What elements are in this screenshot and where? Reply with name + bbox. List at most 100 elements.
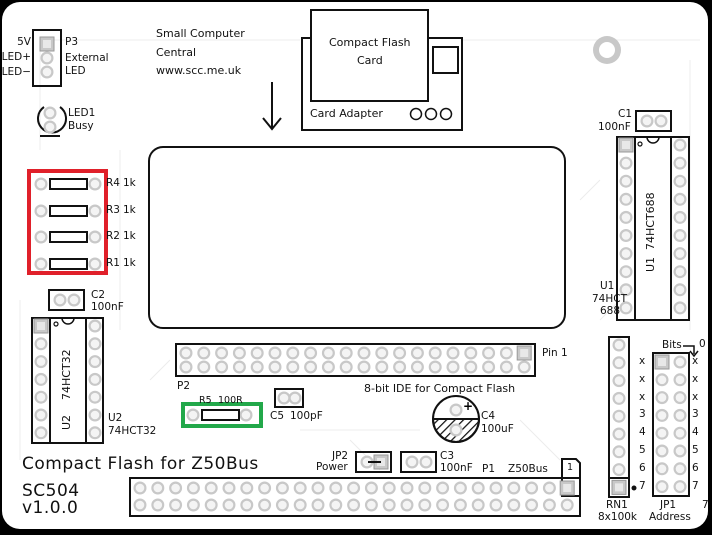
pad-hole bbox=[675, 176, 685, 186]
pad-hole bbox=[279, 393, 289, 403]
pad-hole bbox=[341, 362, 351, 372]
jp1-row-label-right: x bbox=[692, 372, 699, 385]
pad-hole bbox=[675, 249, 685, 258]
pad-hole bbox=[171, 483, 180, 493]
c4-value: 100uF bbox=[481, 423, 514, 435]
u2-ref: U2 bbox=[60, 414, 73, 430]
jp1-row-label-left: x bbox=[639, 390, 646, 403]
pad-hole bbox=[614, 411, 624, 421]
c3-outline bbox=[400, 451, 437, 473]
pad-hole bbox=[675, 231, 685, 240]
led1-ref: LED1 bbox=[68, 107, 96, 119]
pad-hole bbox=[69, 295, 79, 305]
pad-hole bbox=[224, 483, 234, 493]
pad-hole bbox=[313, 500, 323, 510]
pad-hole bbox=[642, 116, 652, 126]
c5-value: 100pF bbox=[290, 410, 323, 422]
trace-line bbox=[579, 179, 601, 201]
resistor-value: 1k bbox=[123, 177, 136, 189]
pad-hole bbox=[563, 484, 572, 492]
pad-hole bbox=[36, 206, 46, 216]
pad-hole bbox=[438, 483, 447, 493]
u2-part: 74HCT32 bbox=[60, 349, 73, 400]
pad-hole bbox=[657, 464, 667, 474]
bits-arrow-icon bbox=[683, 345, 695, 354]
pad-hole bbox=[451, 425, 461, 435]
pad-hole bbox=[37, 322, 45, 330]
pad-hole bbox=[527, 483, 536, 493]
adapter-led-icon bbox=[409, 107, 423, 121]
pad-hole bbox=[675, 195, 685, 204]
p2-header-outline bbox=[175, 343, 536, 377]
c5-ref: C5 bbox=[270, 410, 285, 422]
pad-hole bbox=[206, 483, 216, 493]
cf-card-title: Card bbox=[357, 54, 383, 67]
jp1-row-label-left: 4 bbox=[639, 426, 646, 439]
pad-hole bbox=[359, 348, 369, 358]
jp1-desc: Address bbox=[649, 511, 691, 523]
pad-hole bbox=[657, 393, 667, 402]
pad-hole bbox=[260, 483, 269, 493]
pad-hole bbox=[430, 348, 440, 358]
pad-hole bbox=[90, 339, 100, 349]
pad-hole bbox=[491, 483, 501, 493]
resistor-ref: R4 bbox=[106, 177, 120, 189]
pad-hole bbox=[36, 357, 46, 366]
pad-hole bbox=[90, 259, 100, 269]
pad-hole bbox=[675, 140, 685, 150]
pad-hole bbox=[90, 232, 100, 242]
p1-desc: Z50Bus bbox=[508, 463, 548, 475]
pad-hole bbox=[171, 500, 180, 510]
pad-hole bbox=[36, 375, 46, 384]
p3-pin-5v-label: 5V bbox=[17, 36, 31, 48]
pad-hole bbox=[306, 348, 315, 358]
pad-hole bbox=[621, 158, 631, 168]
insert-arrow-icon bbox=[262, 117, 282, 131]
pad-hole bbox=[199, 362, 209, 372]
pad-hole bbox=[621, 267, 631, 277]
jp1-row-label-right: 6 bbox=[692, 461, 699, 474]
r5-ref: R5 bbox=[199, 395, 212, 406]
pad-hole bbox=[36, 339, 46, 349]
pad-hole bbox=[473, 483, 483, 493]
board-version: v1.0.0 bbox=[22, 498, 79, 518]
rn1-value: 8x100k bbox=[598, 511, 638, 523]
cf-card-title: Compact Flash bbox=[329, 36, 411, 49]
pad-hole bbox=[413, 362, 422, 372]
pad-hole bbox=[295, 483, 305, 493]
pad-hole bbox=[657, 428, 667, 438]
pad-hole bbox=[90, 179, 100, 189]
pad-hole bbox=[466, 362, 476, 372]
pad-hole bbox=[55, 295, 65, 305]
p1-pin1-marker-label: 1 bbox=[567, 462, 574, 473]
pad-hole bbox=[362, 457, 372, 467]
p3-desc: LED bbox=[65, 65, 86, 77]
pad-hole bbox=[402, 483, 412, 493]
pad-hole bbox=[621, 249, 631, 258]
pad-hole bbox=[36, 179, 46, 189]
pad-hole bbox=[621, 176, 631, 186]
pad-hole bbox=[36, 232, 46, 242]
pad-hole bbox=[614, 376, 624, 385]
c4-plus-icon: + bbox=[463, 399, 473, 413]
pad-hole bbox=[331, 500, 341, 510]
pad-hole bbox=[395, 348, 404, 358]
pad-hole bbox=[502, 348, 511, 358]
pad-hole bbox=[235, 348, 244, 358]
pad-hole bbox=[295, 500, 305, 510]
pad-hole bbox=[675, 446, 685, 456]
pad-hole bbox=[242, 500, 252, 510]
pad-hole bbox=[135, 483, 145, 493]
pad-hole bbox=[188, 410, 198, 420]
maker-name: Central bbox=[156, 46, 197, 59]
pad-hole bbox=[349, 500, 358, 510]
pad-hole bbox=[675, 482, 685, 491]
resistor-ref: R1 bbox=[106, 257, 120, 269]
pad-hole bbox=[241, 410, 251, 420]
p2-desc: 8-bit IDE for Compact Flash bbox=[364, 382, 516, 395]
u2-ref-outside: U2 bbox=[108, 412, 123, 424]
trace-line bbox=[519, 419, 561, 461]
pad-hole bbox=[306, 362, 315, 372]
cf-socket-outline bbox=[148, 146, 566, 329]
pad-hole bbox=[189, 500, 198, 510]
